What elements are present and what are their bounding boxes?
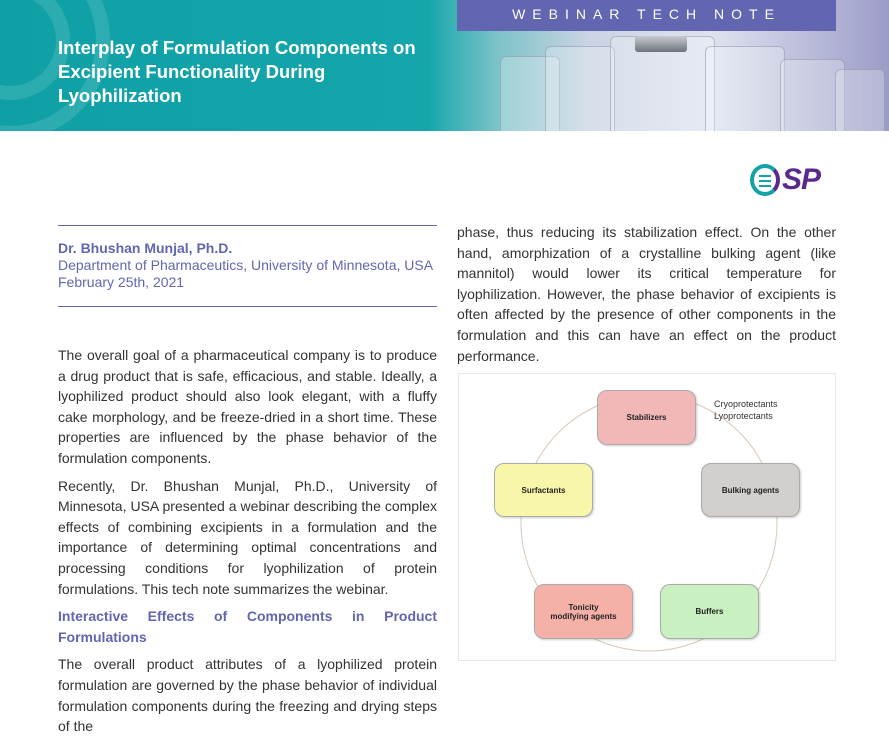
- header-banner: Interplay of Formulation Components on E…: [0, 0, 889, 131]
- stabilizer-note: Cryoprotectants Lyoprotectants: [714, 398, 778, 422]
- author-name: Dr. Bhushan Munjal, Ph.D.: [58, 240, 233, 256]
- note-lyoprotectants: Lyoprotectants: [714, 411, 773, 421]
- node-surfactants: Surfactants: [494, 463, 593, 517]
- divider: [58, 225, 437, 226]
- node-stabilizers: Stabilizers: [597, 390, 696, 445]
- node-bulking-agents: Bulking agents: [701, 463, 800, 517]
- author-block: Dr. Bhushan Munjal, Ph.D. Department of …: [58, 240, 433, 291]
- note-cryoprotectants: Cryoprotectants: [714, 399, 778, 409]
- vial-image: [705, 46, 785, 131]
- vial-image: [545, 46, 615, 131]
- excipient-diagram: Stabilizers Bulking agents Buffers Tonic…: [458, 373, 836, 661]
- vial-image: [835, 69, 885, 131]
- logo-icon: [750, 164, 780, 196]
- paragraph: Recently, Dr. Bhushan Munjal, Ph.D., Uni…: [58, 477, 437, 597]
- vial-cap: [635, 36, 687, 52]
- right-column: phase, thus reducing its stabilization e…: [457, 222, 836, 373]
- vial-image: [780, 59, 845, 131]
- node-buffers: Buffers: [660, 584, 759, 639]
- vial-image: [500, 56, 560, 131]
- author-affiliation: Department of Pharmaceutics, University …: [58, 257, 434, 273]
- paragraph: The overall goal of a pharmaceutical com…: [58, 347, 437, 466]
- page-title: Interplay of Formulation Components on E…: [58, 37, 416, 106]
- company-logo: SP: [750, 163, 821, 197]
- webinar-tech-note-badge: WEBINAR TECH NOTE: [457, 0, 836, 31]
- paragraph: phase, thus reducing its stabilization e…: [457, 224, 836, 364]
- publish-date: February 25th, 2021: [58, 274, 185, 290]
- divider: [58, 306, 437, 307]
- section-heading: Interactive Effects of Components in Pro…: [58, 608, 437, 645]
- logo-text: SP: [782, 163, 821, 196]
- left-column: The overall goal of a pharmaceutical com…: [58, 345, 437, 744]
- paragraph: The overall product attributes of a lyop…: [58, 656, 437, 735]
- node-tonicity-modifying-agents: Tonicity modifying agents: [534, 584, 633, 639]
